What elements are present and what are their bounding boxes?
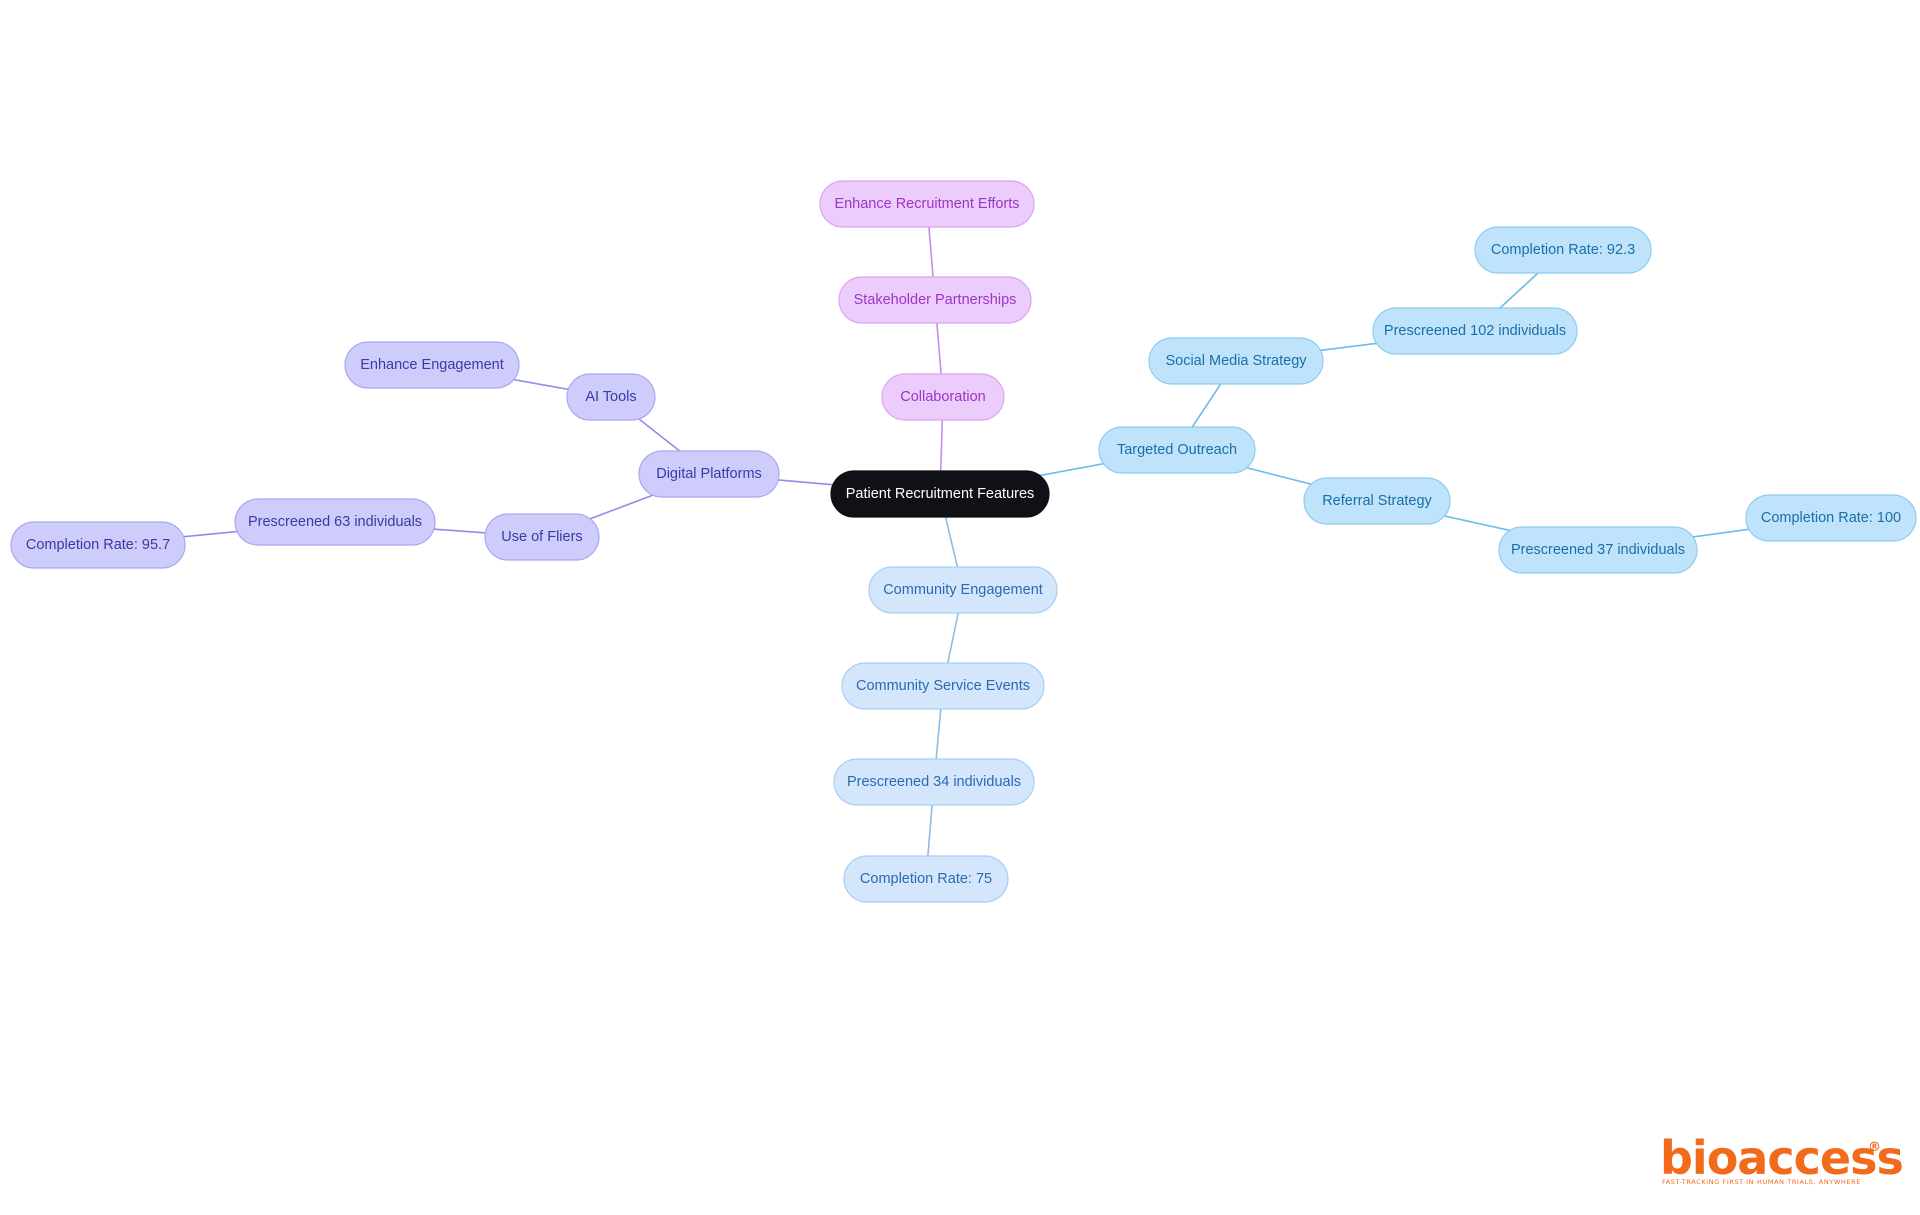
node-pill — [1098, 426, 1256, 474]
node-community-engagement[interactable]: Community Engagement — [868, 566, 1058, 614]
node-pill — [234, 498, 436, 546]
mind-map-nodes: Patient Recruitment Features Collaboratio… — [10, 180, 1917, 903]
node-use-of-fliers[interactable]: Use of Fliers — [484, 513, 600, 561]
node-root[interactable]: Patient Recruitment Features — [830, 470, 1050, 518]
node-prescreened-63[interactable]: Prescreened 63 individuals — [234, 498, 436, 546]
node-label: Prescreened 102 individuals — [1384, 323, 1566, 339]
node-label: Collaboration — [900, 389, 985, 405]
node-label: Completion Rate: 92.3 — [1491, 242, 1635, 258]
node-completion-100[interactable]: Completion Rate: 100 — [1745, 494, 1917, 542]
node-enhance-engagement[interactable]: Enhance Engagement — [344, 341, 520, 389]
node-social-media-strategy[interactable]: Social Media Strategy — [1148, 337, 1324, 385]
node-label: Completion Rate: 100 — [1761, 510, 1901, 526]
registered-mark: ® — [1868, 1140, 1881, 1155]
node-pill — [638, 450, 780, 498]
node-label: Completion Rate: 75 — [860, 871, 992, 887]
node-digital-platforms[interactable]: Digital Platforms — [638, 450, 780, 498]
node-label: Completion Rate: 95.7 — [26, 537, 170, 553]
node-pill — [484, 513, 600, 561]
node-completion-75[interactable]: Completion Rate: 75 — [843, 855, 1009, 903]
node-collaboration[interactable]: Collaboration — [881, 373, 1005, 421]
node-stakeholder-partnerships[interactable]: Stakeholder Partnerships — [838, 276, 1032, 324]
node-pill — [881, 373, 1005, 421]
node-label: Enhance Engagement — [360, 357, 504, 373]
node-pill — [1372, 307, 1578, 355]
node-targeted-outreach[interactable]: Targeted Outreach — [1098, 426, 1256, 474]
node-completion-95-7[interactable]: Completion Rate: 95.7 — [10, 521, 186, 569]
node-pill — [1745, 494, 1917, 542]
node-community-service-events[interactable]: Community Service Events — [841, 662, 1045, 710]
node-label: Stakeholder Partnerships — [854, 292, 1017, 308]
node-label: Patient Recruitment Features — [846, 486, 1035, 502]
node-label: Community Service Events — [856, 678, 1030, 694]
node-prescreened-37[interactable]: Prescreened 37 individuals — [1498, 526, 1698, 574]
bioaccess-logo: bioaccess ® FAST-TRACKING FIRST-IN-HUMAN… — [1660, 1131, 1904, 1186]
node-prescreened-102[interactable]: Prescreened 102 individuals — [1372, 307, 1578, 355]
node-label: Use of Fliers — [501, 529, 582, 545]
node-ai-tools[interactable]: AI Tools — [566, 373, 656, 421]
node-pill — [1474, 226, 1652, 274]
node-label: Targeted Outreach — [1117, 442, 1237, 458]
node-pill — [10, 521, 186, 569]
node-label: Prescreened 37 individuals — [1511, 542, 1685, 558]
node-pill — [1303, 477, 1451, 525]
node-prescreened-34[interactable]: Prescreened 34 individuals — [833, 758, 1035, 806]
node-label: Prescreened 34 individuals — [847, 774, 1021, 790]
node-label: Referral Strategy — [1322, 493, 1432, 509]
node-pill — [838, 276, 1032, 324]
node-label: Prescreened 63 individuals — [248, 514, 422, 530]
node-pill — [868, 566, 1058, 614]
logo-wordmark: bioaccess — [1660, 1131, 1903, 1185]
node-label: Digital Platforms — [656, 466, 762, 482]
node-pill — [819, 180, 1035, 228]
node-label: Social Media Strategy — [1165, 353, 1307, 369]
node-pill — [843, 855, 1009, 903]
node-label: AI Tools — [585, 389, 636, 405]
node-pill — [830, 470, 1050, 518]
node-label: Enhance Recruitment Efforts — [834, 196, 1019, 212]
node-enhance-recruitment-efforts[interactable]: Enhance Recruitment Efforts — [819, 180, 1035, 228]
node-completion-92-3[interactable]: Completion Rate: 92.3 — [1474, 226, 1652, 274]
node-pill — [833, 758, 1035, 806]
node-pill — [566, 373, 656, 421]
node-pill — [1148, 337, 1324, 385]
node-pill — [841, 662, 1045, 710]
node-pill — [344, 341, 520, 389]
node-label: Community Engagement — [883, 582, 1043, 598]
logo-tagline: FAST-TRACKING FIRST-IN-HUMAN TRIALS, ANY… — [1662, 1178, 1861, 1186]
node-pill — [1498, 526, 1698, 574]
node-referral-strategy[interactable]: Referral Strategy — [1303, 477, 1451, 525]
